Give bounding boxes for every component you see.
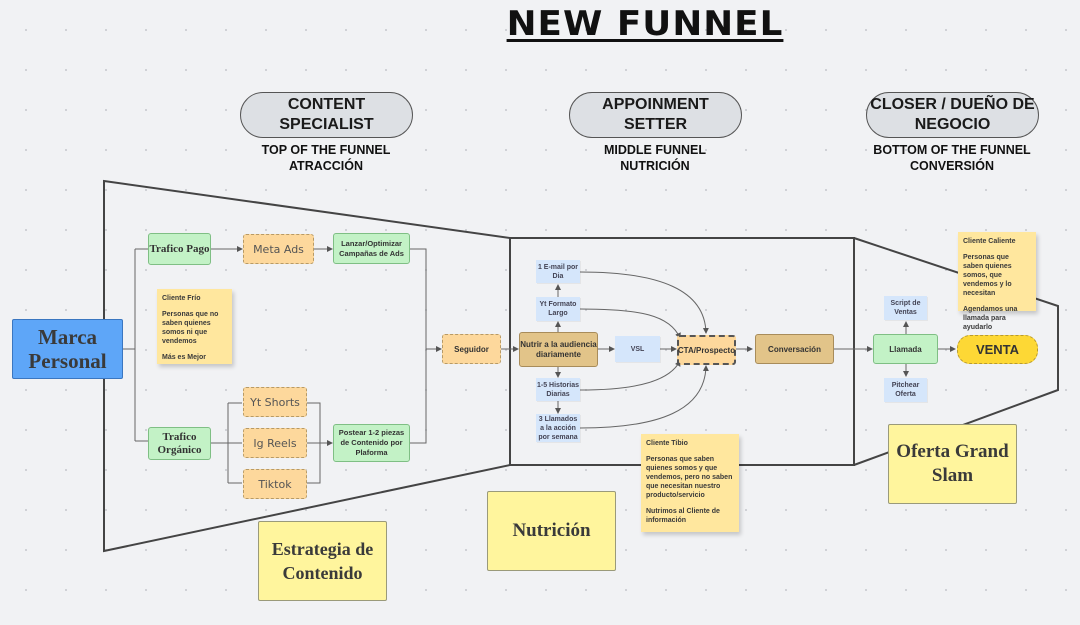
sticky-note: Agendamos una llamada para ayudarlo [963,306,1018,331]
stage-name: BOTTOM OF THE FUNNEL [873,143,1031,157]
yt-shorts-node[interactable]: Yt Shorts [243,387,307,417]
vsl-node[interactable]: VSL [615,336,660,362]
card-nutricion[interactable]: Nutrición [487,491,616,571]
stage-phase: NUTRICIÓN [620,159,690,173]
sticky-body: Personas que saben quienes somos y que v… [646,456,733,499]
connector-organico-branch [211,402,242,484]
sticky-title: Cliente Caliente [963,238,1016,245]
sticky-body: Personas que saben quienes somos, que ve… [963,254,1012,297]
sticky-note: Más es Mejor [162,354,206,361]
connector-yt-cta [579,308,681,339]
stage-phase: ATRACCIÓN [288,159,364,173]
marca-personal-node[interactable]: Marca Personal [12,319,123,379]
card-estrategia-contenido[interactable]: Estrategia de Contenido [258,521,387,601]
stage-name: MIDDLE FUNNEL [603,143,707,157]
connector-llamados-cta [579,365,709,429]
stage-name: TOP OF THE FUNNEL [261,143,391,157]
sticky-title: Cliente Tibio [646,440,688,447]
historias-diarias-node[interactable]: 1-5 Historias Diarias [536,378,580,401]
connector-lanzar-seguidor [410,248,427,444]
card-oferta-grand-slam[interactable]: Oferta Grand Slam [888,424,1017,504]
stage-role-content-specialist[interactable]: CONTENT SPECIALIST [240,92,413,138]
sticky-note: Nutrimos al Cliente de información [646,508,720,524]
trafico-organico-node[interactable]: Trafico Orgánico [148,427,211,460]
sticky-cliente-tibio: Cliente Tibio Personas que saben quienes… [641,434,739,532]
email-diario-node[interactable]: 1 E-mail por Dia [536,260,580,283]
connector-email-cta [579,271,709,334]
nutrir-audiencia-node[interactable]: Nutrir a la audiencia diariamente [519,332,598,367]
stage-phase: CONVERSIÓN [909,159,995,173]
llamada-node[interactable]: Llamada [873,334,938,364]
connector-historias-cta [579,360,681,391]
connector-marca-branch [123,248,148,442]
venta-node[interactable]: VENTA [957,335,1038,364]
sticky-body: Personas que no saben quienes somos ni q… [162,311,219,345]
script-ventas-node[interactable]: Script de Ventas [884,296,927,320]
meta-ads-node[interactable]: Meta Ads [243,234,314,264]
pitchear-oferta-node[interactable]: Pitchear Oferta [884,378,927,402]
connector-shorts-postear [307,402,332,484]
sticky-cliente-frio: Cliente Frío Personas que no saben quien… [157,289,232,364]
sticky-title: Cliente Frío [162,295,201,302]
lanzar-campanas-node[interactable]: Lanzar/Optimizar Campañas de Ads [333,233,410,264]
postear-contenido-node[interactable]: Postear 1-2 piezas de Contenido por Plaf… [333,424,410,462]
stage-label-bottom: BOTTOM OF THE FUNNEL CONVERSIÓN [852,142,1052,174]
stage-role-closer[interactable]: CLOSER / DUEÑO DE NEGOCIO [866,92,1039,138]
conversacion-node[interactable]: Conversación [755,334,834,364]
stage-label-middle: MIDDLE FUNNEL NUTRICIÓN [555,142,755,174]
seguidor-node[interactable]: Seguidor [442,334,501,364]
diagram-title: NEW FUNNEL [506,4,784,44]
yt-formato-largo-node[interactable]: Yt Formato Largo [536,297,580,321]
tiktok-node[interactable]: Tiktok [243,469,307,499]
ig-reels-node[interactable]: Ig Reels [243,428,307,458]
cta-prospecto-node[interactable]: CTA/Prospecto [677,335,736,365]
trafico-pago-node[interactable]: Trafico Pago [148,233,211,265]
stage-role-appointment-setter[interactable]: APPOINMENT SETTER [569,92,742,138]
llamados-accion-node[interactable]: 3 Llamados a la acción por semana [536,414,580,442]
stage-label-top: TOP OF THE FUNNEL ATRACCIÓN [226,142,426,174]
sticky-cliente-caliente: Cliente Caliente Personas que saben quie… [958,232,1036,331]
